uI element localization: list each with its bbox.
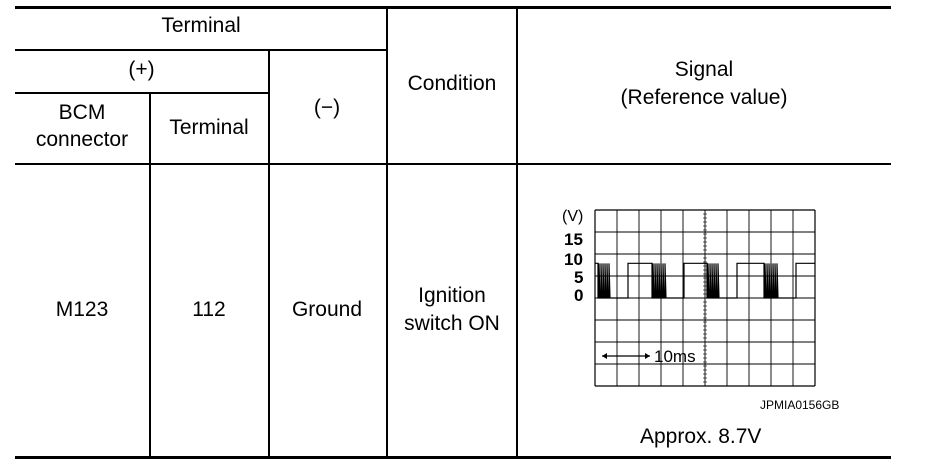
waveform-svg: (V) 15 10 5 0 10ms xyxy=(562,208,816,387)
y-label-10: 10 xyxy=(564,250,583,269)
header-condition: Condition xyxy=(407,72,497,95)
unit-label: (V) xyxy=(562,208,583,225)
cell-condition: Ignition switch ON xyxy=(387,282,517,338)
time-scale-arrow xyxy=(602,353,650,359)
cell-negative: Ground xyxy=(291,298,363,321)
header-terminal-sub: Terminal xyxy=(169,116,249,139)
cell-connector: M123 xyxy=(55,298,109,321)
figure-id-label: JPMIA0156GB xyxy=(760,398,840,412)
scope-grid xyxy=(594,209,816,387)
header-bcm-connector: BCM connector xyxy=(15,99,149,153)
table-bottom-border xyxy=(15,456,891,459)
y-label-15: 15 xyxy=(564,230,583,249)
y-label-0: 0 xyxy=(574,286,583,305)
cell-terminal: 112 xyxy=(192,298,226,321)
header-divider-positive xyxy=(15,92,268,94)
col-divider-4 xyxy=(516,6,518,458)
header-terminal: Terminal xyxy=(161,14,241,37)
header-bottom-border xyxy=(15,163,891,165)
y-label-5: 5 xyxy=(574,268,583,287)
header-signal: Signal (Reference value) xyxy=(517,56,891,112)
col-divider-2 xyxy=(268,49,270,458)
header-signal-line1: Signal xyxy=(674,58,734,81)
cell-condition-line1: Ignition xyxy=(418,284,486,307)
header-bcm-connector-line1: BCM xyxy=(58,101,106,124)
header-bcm-connector-line2: connector xyxy=(35,128,129,151)
table-top-border xyxy=(15,6,891,9)
header-divider-terminal xyxy=(15,49,387,51)
oscilloscope-waveform: (V) 15 10 5 0 10ms xyxy=(560,205,820,395)
header-signal-line2: (Reference value) xyxy=(620,86,788,109)
time-scale-label: 10ms xyxy=(654,347,696,366)
header-negative: (−) xyxy=(313,96,341,119)
signal-value: Approx. 8.7V xyxy=(640,425,762,448)
signal-trace xyxy=(595,262,815,299)
cell-condition-line2: switch ON xyxy=(404,312,500,335)
col-divider-3 xyxy=(386,6,388,458)
header-positive: (+) xyxy=(128,58,155,81)
col-divider-1 xyxy=(149,92,151,458)
